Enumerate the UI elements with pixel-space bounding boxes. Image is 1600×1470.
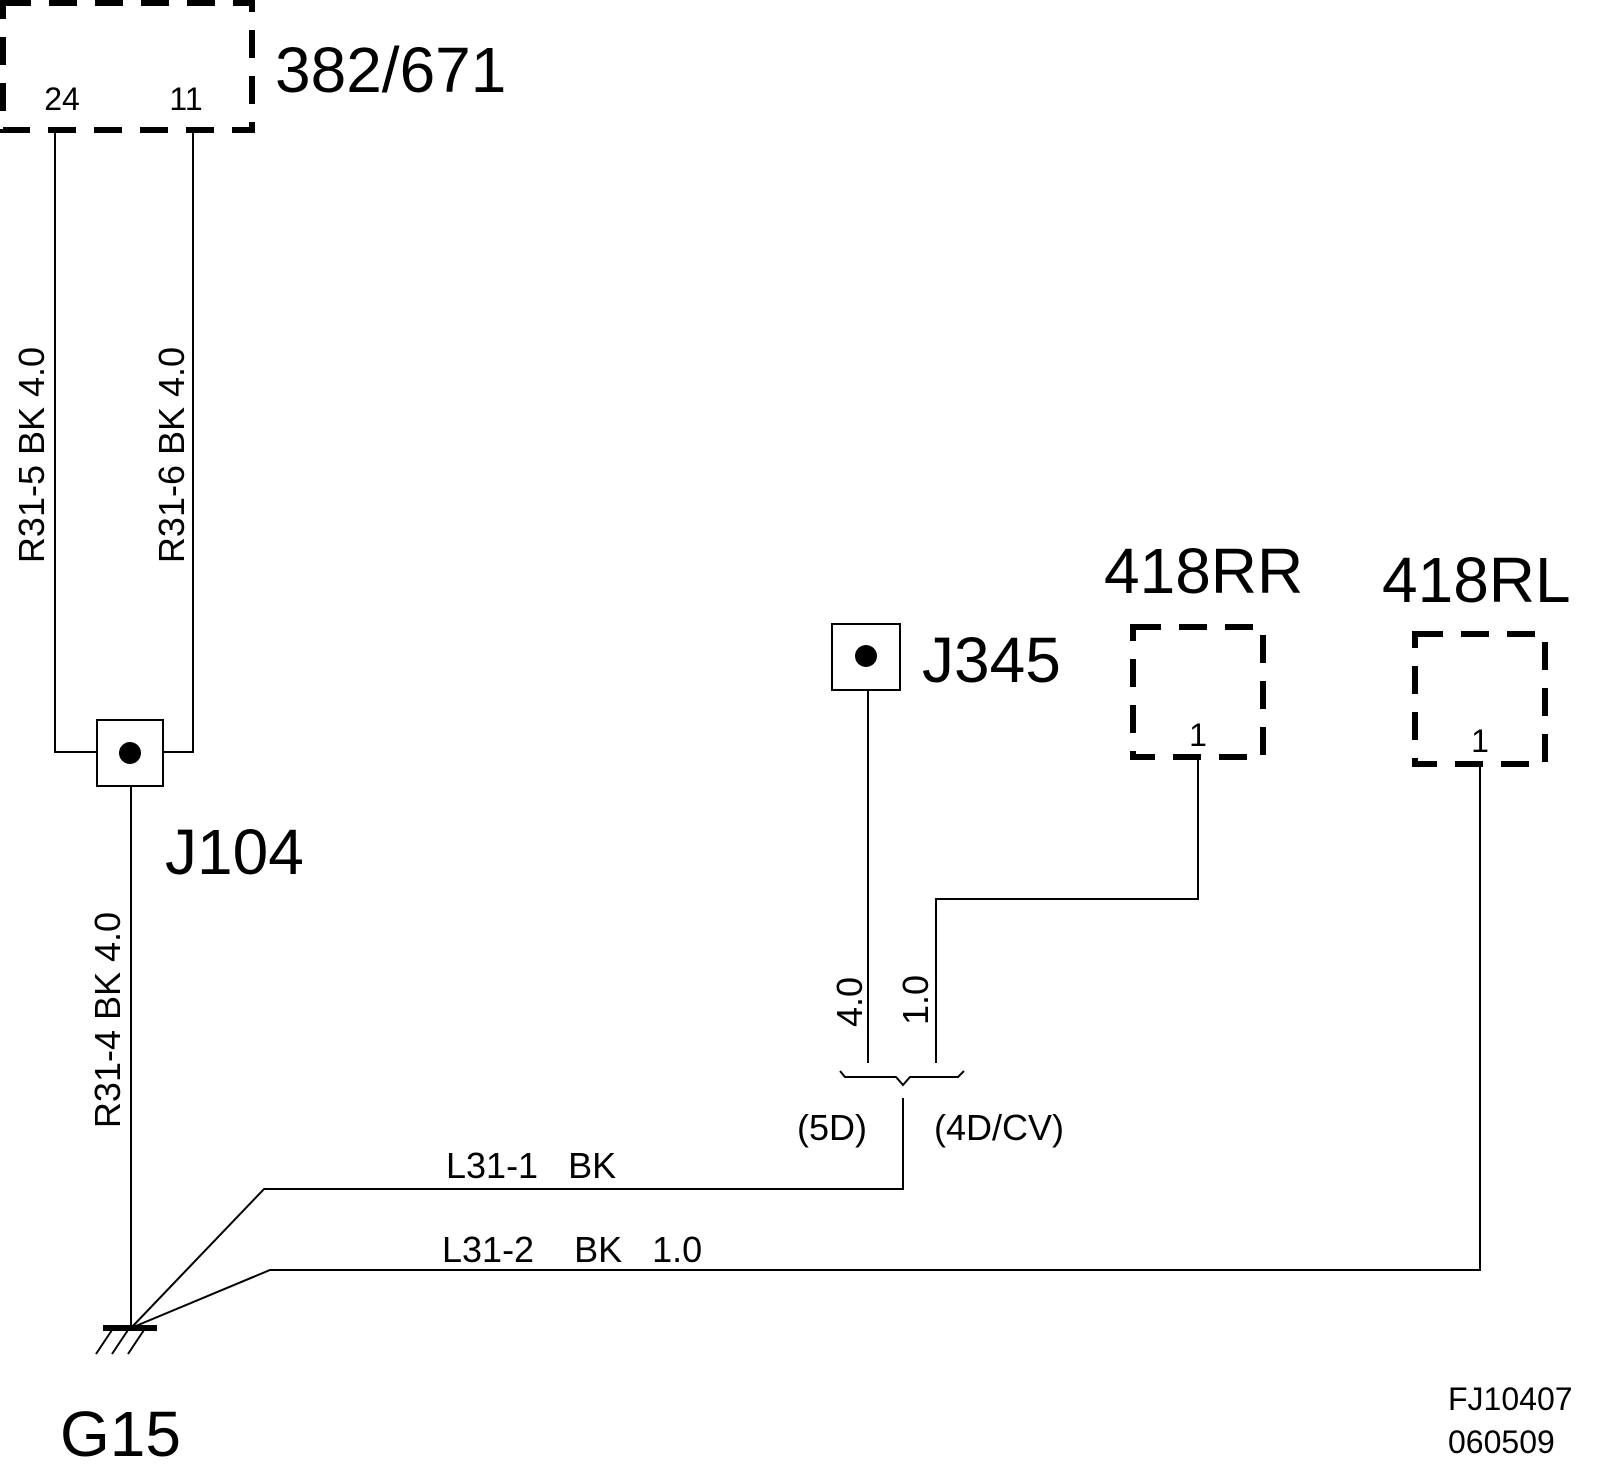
footer-code: FJ10407 xyxy=(1448,1381,1573,1417)
gauge-label-5d: 4.0 xyxy=(829,977,870,1027)
wire-label-l31-2: L31-2 BK 1.0 xyxy=(442,1229,702,1270)
wire-l31-2 xyxy=(130,764,1481,1329)
pin-418rl-1-label: 1 xyxy=(1471,723,1489,759)
ground-hatch-2 xyxy=(111,1329,129,1355)
wire-label-r31-6: R31-6 BK 4.0 xyxy=(151,347,192,563)
wire-r31-6 xyxy=(163,130,194,753)
junction-j345-dot xyxy=(855,645,877,667)
wire-label-r31-4: R31-4 BK 4.0 xyxy=(87,912,128,1128)
pin-24-label: 24 xyxy=(44,81,80,117)
wire-418rr-4dcv xyxy=(935,757,1199,1063)
footer-date: 060509 xyxy=(1448,1424,1555,1460)
component-418rr-label: 418RR xyxy=(1104,535,1303,607)
wire-l31-1 xyxy=(130,1098,904,1329)
ground-g15-label: G15 xyxy=(60,1398,181,1470)
pin-11-label: 11 xyxy=(169,81,202,117)
component-418rl-label: 418RL xyxy=(1382,544,1571,616)
junction-j345-label: J345 xyxy=(922,624,1061,696)
wire-label-r31-5: R31-5 BK 4.0 xyxy=(11,347,52,563)
junction-j104-dot xyxy=(119,742,141,764)
pin-418rr-1-label: 1 xyxy=(1189,717,1207,753)
variant-4dcv-label: (4D/CV) xyxy=(934,1107,1064,1148)
variant-brace xyxy=(839,1070,965,1087)
ground-hatch-1 xyxy=(95,1329,113,1355)
component-382-671-box xyxy=(0,0,255,133)
wire-r31-5 xyxy=(54,130,100,753)
component-382-671-label: 382/671 xyxy=(275,34,506,106)
junction-j104-label: J104 xyxy=(165,816,304,888)
gauge-label-4dcv: 1.0 xyxy=(895,975,936,1025)
wire-label-l31-1: L31-1 BK xyxy=(446,1145,616,1186)
variant-5d-label: (5D) xyxy=(797,1107,867,1148)
ground-hatch-3 xyxy=(127,1329,145,1355)
